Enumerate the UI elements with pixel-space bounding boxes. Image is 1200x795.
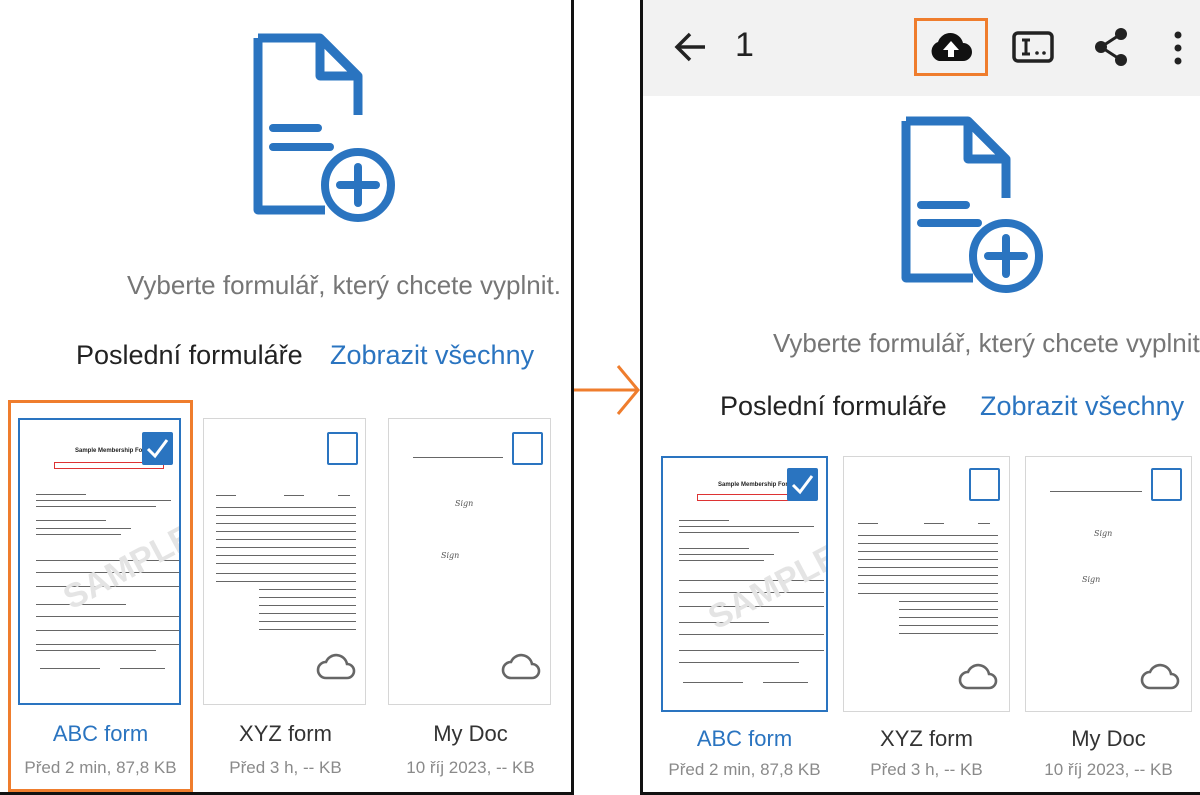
document-add-icon xyxy=(253,33,395,222)
top-app-bar: 1 xyxy=(643,0,1200,96)
form-thumbnail-title: Sample Membership Form xyxy=(75,448,151,454)
signature-scribble: Sign xyxy=(455,499,474,508)
select-form-prompt: Vyberte formulář, který chcete vyplnit. xyxy=(127,270,561,300)
form-card-mydoc[interactable]: Sign Sign My Doc 10 říj 2023, -- KB xyxy=(388,418,553,790)
form-name: XYZ form xyxy=(239,721,332,746)
check-icon xyxy=(146,439,169,459)
cloud-icon xyxy=(316,653,356,680)
left-screen: Vyberte formulář, který chcete vyplnit. … xyxy=(0,0,574,795)
check-icon xyxy=(791,475,814,495)
form-card-abc[interactable]: Sample Membership Form SAMPLE xyxy=(18,418,183,790)
recent-forms-heading: Poslední formuláře xyxy=(76,340,303,370)
selected-count: 1 xyxy=(735,26,754,64)
form-card-mydoc[interactable]: Sign Sign My Doc 10 říj 2023, -- KB xyxy=(1025,456,1192,786)
view-all-link[interactable]: Zobrazit všechny xyxy=(980,391,1185,421)
select-checkbox[interactable] xyxy=(969,468,1000,501)
select-checkbox[interactable] xyxy=(142,432,173,465)
text-recognition-icon[interactable] xyxy=(1011,28,1055,66)
select-checkbox[interactable] xyxy=(327,432,358,465)
cloud-icon xyxy=(501,653,541,680)
signature-scribble: Sign xyxy=(1082,575,1101,584)
cloud-icon xyxy=(1140,663,1180,690)
form-name: ABC form xyxy=(696,726,793,751)
select-form-prompt: Vyberte formulář, který chcete vyplnit. xyxy=(773,328,1200,358)
form-thumbnail[interactable] xyxy=(203,418,366,705)
back-arrow-icon[interactable] xyxy=(673,30,707,64)
form-thumbnail-title: Sample Membership Form xyxy=(718,482,794,488)
form-card-xyz[interactable]: XYZ form Před 3 h, -- KB xyxy=(843,456,1010,786)
form-name: ABC form xyxy=(52,721,149,746)
recent-forms-heading: Poslední formuláře xyxy=(720,391,947,421)
more-vertical-icon[interactable] xyxy=(1173,30,1183,66)
form-thumbnail[interactable]: Sample Membership Form SAMPLE xyxy=(18,418,181,705)
view-all-link[interactable]: Zobrazit všechny xyxy=(330,340,535,370)
form-name: My Doc xyxy=(433,721,508,746)
upload-button[interactable] xyxy=(914,18,988,76)
form-card-xyz[interactable]: XYZ form Před 3 h, -- KB xyxy=(203,418,368,790)
form-meta: 10 říj 2023, -- KB xyxy=(406,758,535,777)
form-meta: 10 říj 2023, -- KB xyxy=(1044,760,1173,779)
selection-highlight xyxy=(8,400,193,792)
warning-banner xyxy=(54,462,164,469)
share-icon[interactable] xyxy=(1093,26,1129,68)
select-checkbox[interactable] xyxy=(787,468,818,501)
cloud-icon xyxy=(958,663,998,690)
signature-scribble: Sign xyxy=(1094,529,1113,538)
next-arrow-icon xyxy=(574,365,640,415)
document-add-icon xyxy=(901,116,1043,293)
form-name: XYZ form xyxy=(880,726,973,751)
form-card-abc[interactable]: Sample Membership Form SAMPLE xyxy=(661,456,828,786)
select-checkbox[interactable] xyxy=(512,432,543,465)
select-checkbox[interactable] xyxy=(1151,468,1182,501)
form-name: My Doc xyxy=(1071,726,1146,751)
cloud-upload-icon xyxy=(931,33,972,61)
signature-scribble: Sign xyxy=(441,551,460,560)
form-meta: Před 2 min, 87,8 KB xyxy=(668,760,821,779)
form-meta: Před 3 h, -- KB xyxy=(870,760,983,779)
form-meta: Před 2 min, 87,8 KB xyxy=(24,758,177,777)
right-screen: 1 xyxy=(640,0,1200,795)
form-thumbnail[interactable]: Sign Sign xyxy=(388,418,551,705)
form-meta: Před 3 h, -- KB xyxy=(229,758,342,777)
